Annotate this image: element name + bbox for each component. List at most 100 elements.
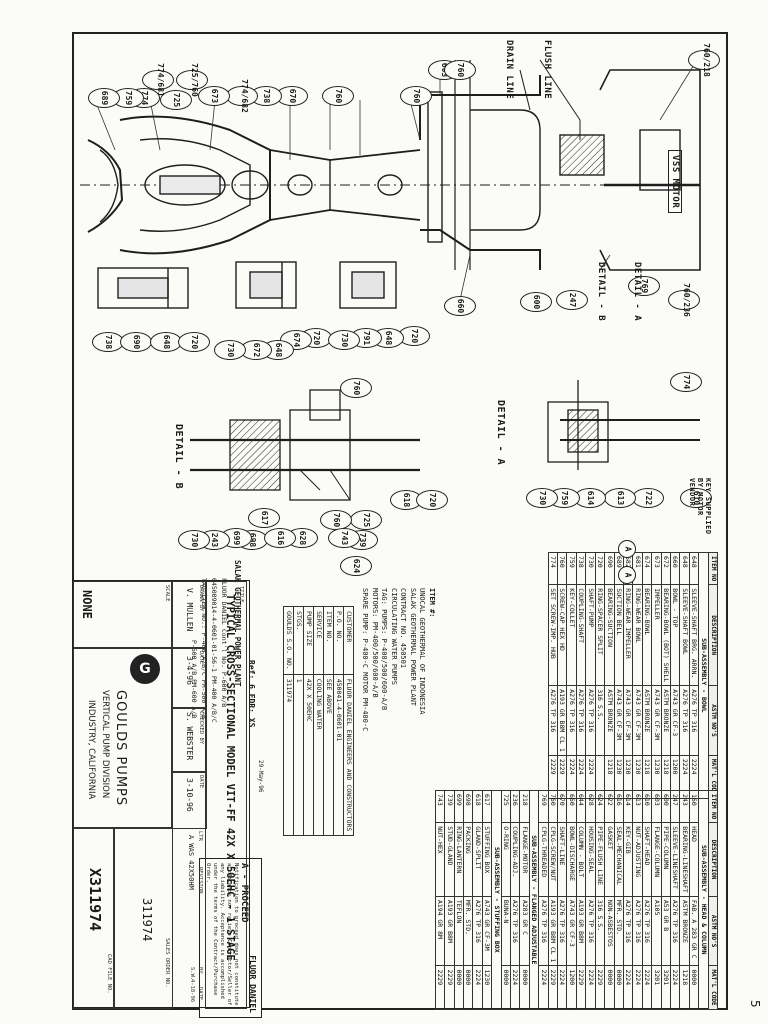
table-cell: SHAFT-PUMP [585,584,596,686]
table-cell: 1218 [679,965,690,1010]
table-cell: 0000 [519,965,530,1010]
table-cell: 1230 [482,965,492,1010]
table-cell: 628 [585,790,596,823]
table-cell: O-RING [501,822,511,897]
sales-order-cell: SALES ORDER NO. 311974 [113,827,173,1009]
table-cell: A276 TP 316 [632,896,643,966]
table-cell: IMPELLER [651,584,662,686]
table-cell: 2224 [557,965,567,1010]
table-cell: A276 TP 316 [510,896,520,966]
table-cell: KEY-GIB [623,822,633,897]
table-cell: GOULDS S.O. NO. [283,606,294,675]
callout-bubble: 610 [680,488,712,508]
table-cell: A743 GR CF-3M [482,896,492,966]
subtitle-bowl: SUB-ASSEMBLY - BOWL [698,552,709,799]
table-cell: SLEEVE-SHAFT BRG. ARRN. [689,584,699,686]
key-supplied-note: KEY SUPPLIED BY MOTOR VENDOR [688,478,712,535]
table-cell: SHAFT-LINE [557,822,567,897]
col-matl-code: MAT'L CODE [708,965,718,1010]
callout-bubble: 774/682 [226,79,258,113]
table-row: GOULDS S.O. NO.311974 [283,606,294,836]
company-division: VERTICAL PUMP DIVISION [100,690,110,799]
table-cell: STUD-GLAND [444,822,455,897]
callout-bubble: 760/218 [688,43,720,77]
table-cell: SLEEVE-LINESHAFT [670,822,680,897]
table-cell: 738 [576,552,586,585]
checked-date-cell: DATE 3-10-96 [171,771,207,829]
table-cell: FLANGE-MOTOR [519,822,530,897]
item-line: CIRCULATING WATER PUMPS [390,588,398,685]
col-astm: ASTM NO'S [708,685,718,756]
table-cell: BOWL-DISCHARGE [567,822,577,897]
table-cell: A276 TP 316 [585,896,596,966]
table-cell: 774 [548,552,558,585]
table-cell: A193 GR B8M [444,896,455,966]
table-cell: ASTM BRONZE [679,896,690,966]
drawn-date-label: DATE [198,651,204,665]
company-location: INDUSTRY, CALIFORNIA [86,700,96,800]
table-cell: 622 [604,790,615,823]
checked-by-label: CHECKED BY [198,711,204,745]
table-cell: 617 [482,790,492,823]
table-cell: A276 TP 316 [585,685,596,756]
table-cell: 2224 [585,965,596,1010]
callout-bubble: 730 [178,530,210,550]
table-cell: A743 GR CF-3M [614,685,624,756]
table-cell: PIPE-COLUMN [661,822,671,897]
detail-a-reference: DETAIL - A [632,262,642,322]
table-cell: STGS. [293,606,304,675]
revision-ltr-label: LTR [197,831,203,841]
table-cell: COLUMN - BOLT [576,822,586,897]
table-cell: FLANGE-COLUMN [651,822,662,897]
sales-order-label: SALES ORDER NO. [164,938,170,988]
vss-motor-label: VSS MOTOR [668,150,682,214]
table-cell: ASTM BRONZE [604,685,615,756]
callout-bubble: 617 [248,508,280,528]
drawn-by-cell: DRAWN BY V. MULLEN [171,581,207,649]
table-cell: SHAFT-HEAD [642,822,652,897]
table-cell: RING-SPACER SPLIT [595,584,605,686]
table-cell: 730 [585,552,596,585]
table-cell: RING-WEAR IMPELLER [623,584,633,686]
table-cell: 618 [472,790,483,823]
col-astm: ASTM NO'S [708,896,718,966]
item-line: CONTRACT NO. 450501 [399,588,408,669]
callout-bubble: 725 [350,510,382,530]
revision-label: REVISION [197,867,203,894]
table-cell: 660 [670,552,680,585]
callout-bubble: 760 [444,60,476,80]
drawn-by-label: DRAWN BY [198,585,204,612]
table-cell: 670 [557,790,567,823]
table-cell: 690 [604,552,615,585]
callout-bubble: 774/681 [142,63,174,97]
table-cell: 720 [595,552,605,585]
checked-date-label: DATE [198,775,204,789]
table-cell: 243 [679,790,690,823]
callout-bubble: 600 [520,292,552,312]
project-item-block: ITEM #: UNOCAL GEOTHERMAL OF INDONESIA S… [360,588,437,731]
callout-bubble: 769 [628,276,660,296]
table-cell: 42X X 50EHC [303,674,314,836]
drawn-by-value: V. MULLEN [185,588,194,632]
